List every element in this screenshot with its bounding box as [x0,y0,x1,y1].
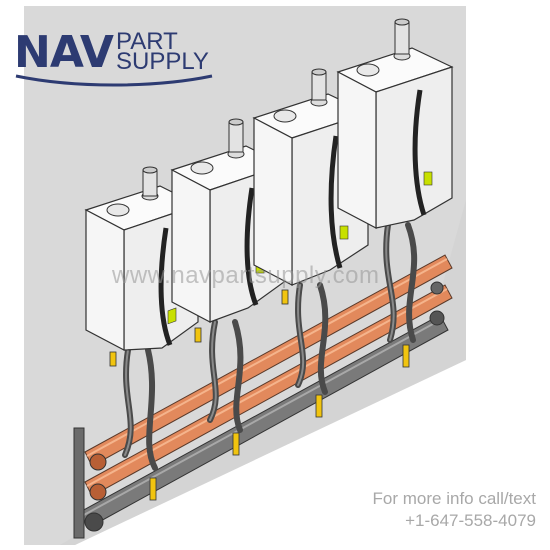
contact-phone: +1-647-558-4079 [405,511,536,530]
heater-3-display [339,225,349,240]
wall-shadow [60,200,466,545]
brand-logo-supply: SUPPLY [116,48,209,75]
contact-line-1: For more info call/text [372,489,536,508]
brand-logo-nav: NAV [14,27,114,78]
pipe-bracket [73,427,85,539]
heater-1-display [167,307,177,325]
brand-logo: NAV PART SUPPLY [14,28,224,90]
pipe-runs [73,254,453,539]
heater-4-display [423,171,433,186]
brand-logo-part: PART [116,28,178,55]
water-heater-4 [336,18,454,229]
logo-swoosh-icon [15,74,213,87]
website-watermark: www.navpartsupply.com [112,262,380,289]
connection-hoses-highlight [124,224,395,456]
water-heater-3 [252,68,370,286]
contact-info: For more info call/text +1-647-558-4079 [373,488,536,532]
yellow-valves [109,289,410,501]
